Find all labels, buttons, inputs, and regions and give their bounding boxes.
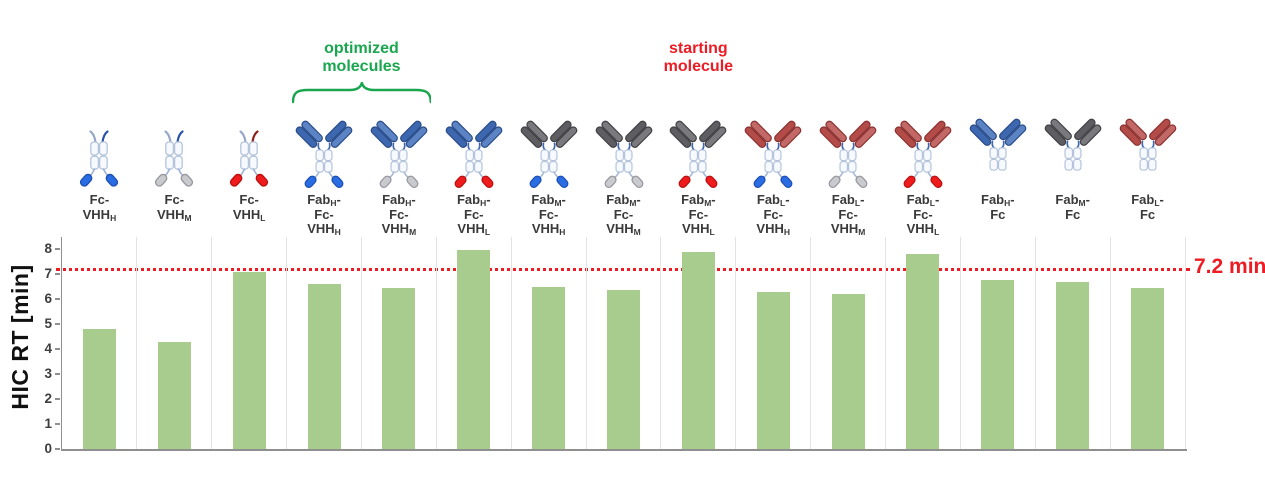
gridline (136, 237, 138, 449)
gridline (1184, 237, 1186, 449)
molecule-icon-11 (811, 112, 885, 193)
y-tick-mark (55, 298, 60, 300)
bar (457, 250, 491, 449)
y-tick-mark (55, 348, 60, 350)
annotation-optimized-molecules: optimized molecules (322, 40, 400, 76)
bar (157, 341, 191, 449)
gridline (735, 237, 737, 449)
molecule-icon-3 (227, 128, 271, 193)
category-label: Fc-VHHM (157, 192, 192, 223)
bar (307, 284, 341, 449)
gridline (1034, 237, 1036, 449)
category-label: FabH-Fc (981, 192, 1015, 222)
category-label: FabL-Fc-VHHM (830, 192, 866, 237)
bar (1131, 287, 1165, 449)
y-tick-label: 3 (44, 366, 52, 381)
bar (1056, 281, 1090, 449)
bar (607, 290, 640, 449)
y-tick-mark (55, 398, 60, 400)
gridline (660, 237, 662, 449)
molecule-icon-6 (437, 112, 511, 193)
y-tick-mark (55, 423, 60, 425)
molecule-icon-8 (587, 112, 661, 193)
molecule-icon-9 (661, 112, 735, 193)
annotation-optimized-line1: optimized (324, 40, 399, 57)
molecule-icon-12 (886, 112, 960, 193)
gridline (885, 237, 887, 449)
bar (232, 271, 266, 449)
bar (831, 294, 865, 449)
y-tick-label: 1 (44, 416, 52, 431)
bar (532, 286, 566, 449)
optimized-brace (291, 78, 432, 104)
reference-line-7-2-min (56, 267, 1190, 271)
category-label: FabM-Fc-VHHM (606, 192, 641, 237)
molecule-icon-13 (961, 110, 1035, 176)
y-tick-label: 0 (44, 441, 52, 456)
bar (906, 254, 940, 449)
category-label: FabH-Fc-VHHL (456, 192, 491, 237)
molecule-icon-5 (362, 112, 436, 193)
bar (756, 291, 790, 449)
category-label: FabH-Fc-VHHH (307, 192, 341, 237)
gridline (585, 237, 587, 449)
category-label: FabM-Fc-VHHL (681, 192, 716, 237)
molecule-icon-7 (512, 112, 586, 193)
y-tick-label: 8 (44, 241, 52, 256)
category-label: Fc-VHHL (232, 192, 266, 223)
gridline (1109, 237, 1111, 449)
gridline (810, 237, 812, 449)
gridline (510, 237, 512, 449)
gridline (211, 237, 213, 449)
y-tick-mark (55, 273, 60, 275)
y-axis-line (60, 237, 63, 450)
molecule-icon-2 (152, 128, 196, 193)
bar (82, 329, 116, 449)
category-label: FabL-Fc-VHHL (906, 192, 940, 237)
y-tick-label: 5 (44, 316, 52, 331)
bar (981, 280, 1015, 449)
gridline (360, 237, 362, 449)
y-tick-label: 6 (44, 291, 52, 306)
category-label: FabH-Fc-VHHM (381, 192, 417, 237)
y-tick-mark (55, 248, 60, 250)
y-tick-mark (55, 323, 60, 325)
molecule-icon-1 (77, 128, 121, 193)
y-tick-label: 2 (44, 391, 52, 406)
category-label: FabL-Fc (1131, 192, 1164, 222)
gridline (286, 237, 288, 449)
category-label: FabM-Fc-VHHH (531, 192, 566, 237)
molecule-icon-10 (736, 112, 810, 193)
y-tick-label: 4 (44, 341, 52, 356)
bar (382, 287, 416, 449)
molecule-icon-4 (287, 112, 361, 193)
bar (681, 251, 715, 449)
annotation-starting-molecule: starting molecule (664, 40, 733, 76)
annotation-optimized-line2: molecules (322, 58, 401, 75)
category-label: FabM-Fc (1055, 192, 1090, 222)
reference-line-label: 7.2 min (1194, 255, 1265, 278)
y-axis-title: HIC RT [min] (7, 264, 33, 410)
gridline (959, 237, 961, 449)
x-axis-line (60, 448, 1187, 451)
y-tick-mark (55, 373, 60, 375)
molecule-icon-15 (1111, 110, 1185, 176)
gridline (435, 237, 437, 449)
category-label: Fc-VHHH (82, 192, 117, 223)
y-tick-mark (55, 448, 60, 450)
y-tick-label: 7 (44, 266, 52, 281)
annotation-starting-line1: starting (669, 40, 728, 57)
annotation-starting-line2: molecule (663, 58, 734, 75)
category-label: FabL-Fc-VHHH (756, 192, 791, 237)
molecule-icon-14 (1036, 110, 1110, 176)
